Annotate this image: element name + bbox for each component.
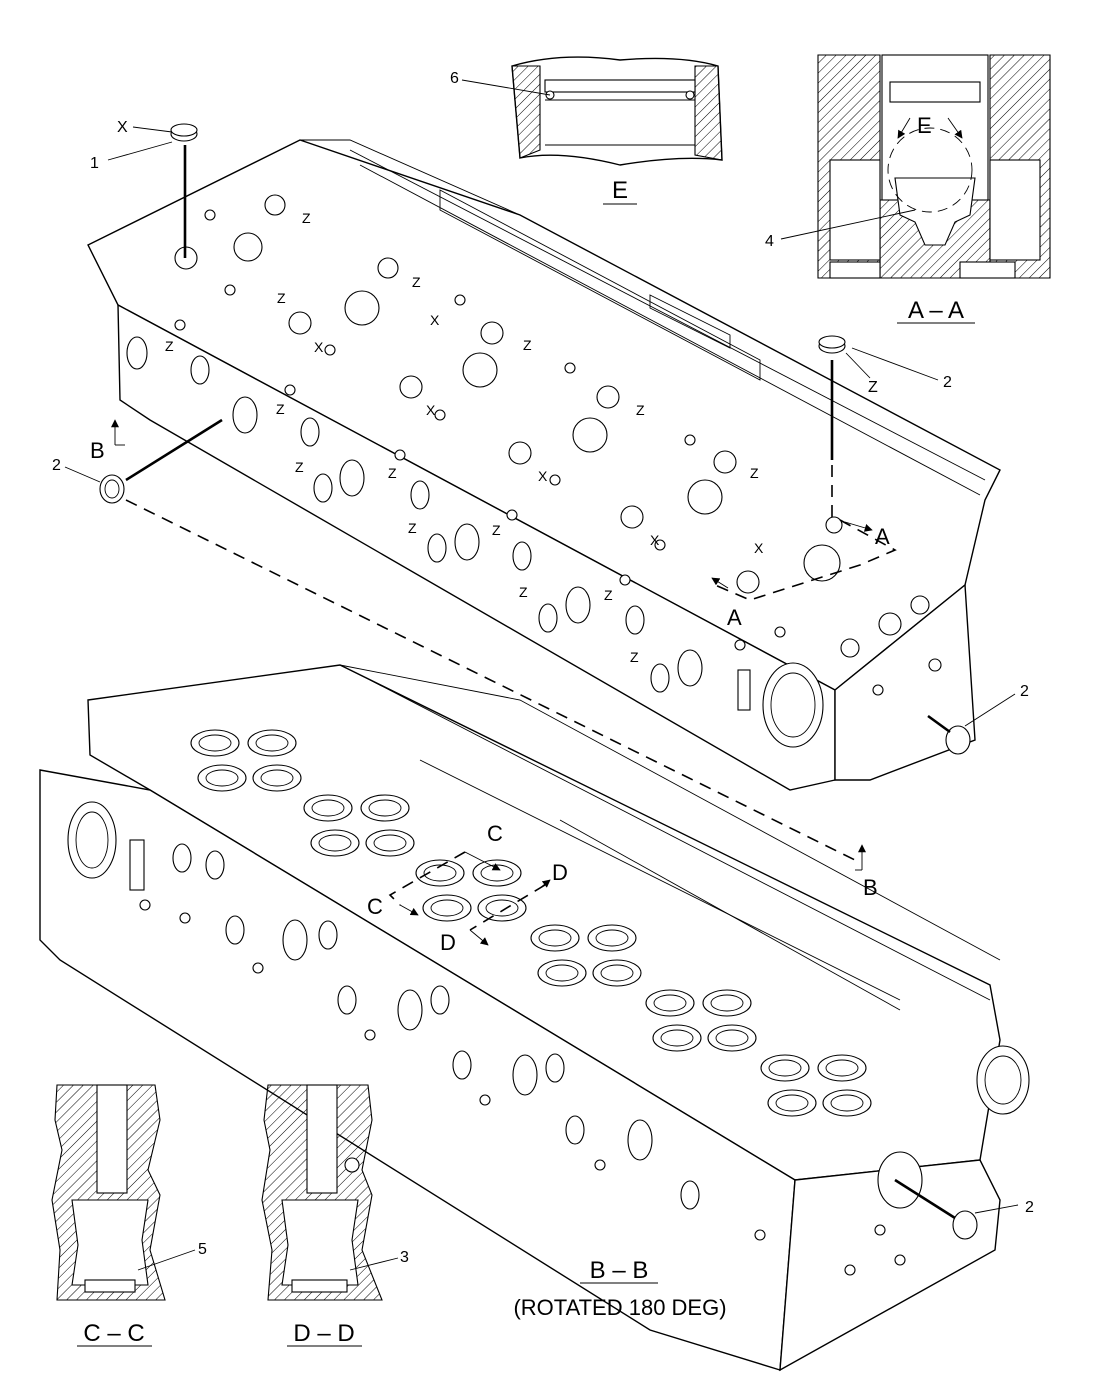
z-mark: Z [630, 649, 639, 665]
callout-x-top: X [117, 119, 128, 136]
z-mark: Z [519, 584, 528, 600]
upper-head-deck-holes [174, 194, 930, 658]
z-mark: Z [295, 459, 304, 475]
x-mark: X [426, 402, 436, 418]
callout-2-left: 2 [52, 457, 61, 474]
z-mark: Z [492, 522, 501, 538]
section-d-d-view [261, 1084, 399, 1347]
z-mark: Z [636, 402, 645, 418]
view-title-d-d: D – D [293, 1320, 354, 1347]
upper-head-side-holes [126, 319, 942, 696]
section-marker-d-left: D [440, 930, 456, 955]
view-title-e: E [612, 177, 628, 204]
section-marker-b-right: B [863, 875, 878, 900]
x-mark: X [430, 312, 440, 328]
lower-head-valve-seats [190, 729, 872, 1117]
section-marker-c-top: C [487, 821, 503, 846]
z-mark: Z [276, 401, 285, 417]
z-mark: Z [412, 274, 421, 290]
section-c-c-view [51, 1084, 196, 1347]
view-title-a-a: A – A [908, 297, 964, 324]
x-mark: X [538, 468, 548, 484]
section-marker-labels: A A B B C C D D E [90, 113, 932, 955]
z-mark: Z [388, 465, 397, 481]
detail-marker-e: E [917, 113, 932, 138]
callout-1: 1 [90, 155, 99, 172]
z-mark: Z [408, 520, 417, 536]
callout-z-right: Z [868, 379, 878, 396]
callout-labels: X 1 Z 2 2 2 2 4 6 5 3 Z Z Z Z Z Z Z Z Z … [52, 70, 1034, 1266]
x-mark: X [314, 339, 324, 355]
x-mark: X [754, 540, 764, 556]
section-marker-a-top: A [875, 524, 890, 549]
view-titles: A – A E B – B (ROTATED 180 DEG) C – C D … [83, 177, 964, 1347]
z-mark: Z [277, 290, 286, 306]
lower-head-side-holes [139, 843, 906, 1276]
callout-2-lower: 2 [1025, 1199, 1034, 1216]
detail-e-view [461, 56, 723, 205]
callout-2-right: 2 [943, 374, 952, 391]
callout-2-front: 2 [1020, 683, 1029, 700]
z-mark: Z [750, 465, 759, 481]
section-marker-d-top: D [552, 860, 568, 885]
leader-lines [64, 123, 1019, 1240]
view-note-rotated: (ROTATED 180 DEG) [513, 1295, 726, 1320]
z-mark: Z [165, 338, 174, 354]
x-mark: X [650, 532, 660, 548]
z-mark: Z [302, 210, 311, 226]
callout-3: 3 [400, 1249, 409, 1266]
view-title-b-b: B – B [590, 1257, 649, 1284]
callout-5: 5 [198, 1241, 207, 1258]
section-marker-a-bottom: A [727, 605, 742, 630]
view-title-c-c: C – C [83, 1320, 144, 1347]
z-mark: Z [523, 337, 532, 353]
callout-6: 6 [450, 70, 459, 87]
z-mark: Z [604, 587, 613, 603]
section-marker-c-left: C [367, 894, 383, 919]
callout-4: 4 [765, 233, 774, 250]
section-marker-b-left: B [90, 438, 105, 463]
section-a-a-view [780, 54, 1051, 324]
